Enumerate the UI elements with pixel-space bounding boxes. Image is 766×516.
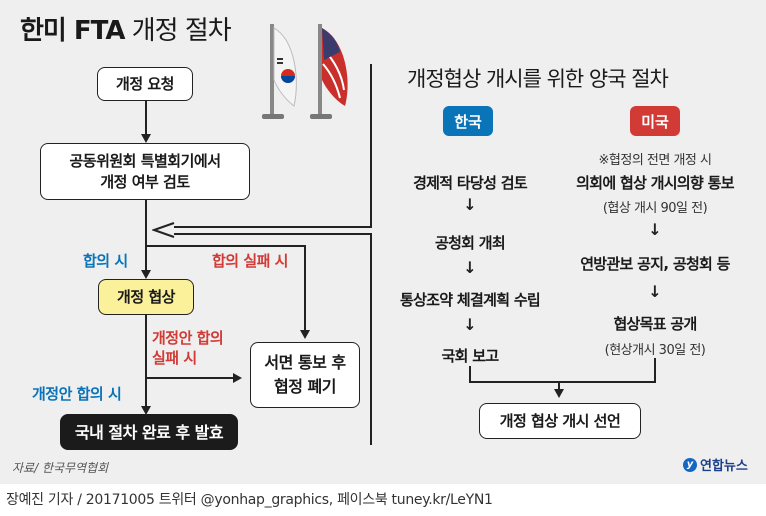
connector — [469, 381, 656, 383]
section-title: 개정협상 개시를 위한 양국 절차 — [407, 67, 669, 91]
outline-arrow-left-icon — [152, 222, 175, 238]
usa-step-sub: (현상개시 30일 전) — [604, 343, 706, 358]
korea-step: 국회 보고 — [441, 347, 500, 365]
agree-label: 합의 시 — [83, 252, 128, 270]
arrow-down-icon — [300, 330, 310, 339]
fail-label: 합의 실패 시 — [212, 252, 288, 270]
usa-step: 의회에 협상 개시의향 통보 — [576, 174, 734, 192]
source-note: 자료/ 한국무역협회 — [12, 461, 109, 475]
title-bold: 한미 FTA — [20, 16, 125, 46]
arrow-down-icon: ↓ — [463, 195, 477, 214]
yonhap-logo: y 연합뉴스 — [683, 455, 748, 474]
arrow-down-icon: ↓ — [463, 315, 477, 334]
arrow-right-icon — [233, 373, 242, 383]
connector — [469, 366, 471, 382]
negotiation-box: 개정 협상 — [98, 279, 194, 315]
connector — [558, 381, 560, 392]
final-box: 국내 절차 완료 후 발효 — [60, 414, 238, 450]
page-title: 한미 FTA 개정 절차 — [20, 10, 232, 47]
korea-step: 통상조약 체결계획 수립 — [399, 291, 541, 309]
request-box: 개정 요청 — [97, 67, 193, 101]
arrow-down-icon: ↓ — [648, 282, 662, 301]
arrow-down-icon — [141, 134, 151, 143]
usa-badge: 미국 — [630, 106, 680, 136]
flags-icon — [262, 24, 348, 119]
arrow-down-icon: ↓ — [463, 258, 477, 277]
divider-line — [370, 64, 372, 227]
korea-step: 공청회 개최 — [434, 234, 506, 252]
arrow-down-icon — [141, 270, 151, 279]
usa-step: 협상목표 공개 — [613, 315, 697, 333]
connector — [146, 245, 306, 247]
divider-line — [370, 233, 372, 445]
arrow-down-icon — [554, 389, 564, 398]
korea-badge: 한국 — [443, 106, 493, 136]
korea-step: 경제적 타당성 검토 — [413, 174, 528, 192]
usa-step-sub: (협상 개시 90일 전) — [602, 201, 708, 216]
connector — [304, 245, 306, 333]
arrow-down-icon: ↓ — [648, 220, 662, 239]
byline: 장예진 기자 / 20171005 트위터 @yonhap_graphics, … — [6, 492, 493, 508]
usa-note: ※협정의 전면 개정 시 — [598, 153, 712, 168]
connector — [145, 315, 147, 408]
yonhap-logo-icon: y — [683, 457, 697, 472]
connector — [146, 377, 234, 379]
connector — [145, 200, 147, 272]
return-arrow-top — [172, 226, 372, 228]
title-light: 개정 절차 — [131, 16, 232, 46]
draft-agree-label: 개정안 합의 시 — [32, 385, 122, 403]
result-box: 개정 협상 개시 선언 — [479, 403, 641, 439]
usa-step: 연방관보 공지, 공청회 등 — [580, 255, 730, 273]
arrow-down-icon — [141, 406, 151, 415]
connector — [145, 101, 147, 138]
return-arrow-bottom — [172, 233, 372, 235]
connector — [654, 358, 656, 382]
